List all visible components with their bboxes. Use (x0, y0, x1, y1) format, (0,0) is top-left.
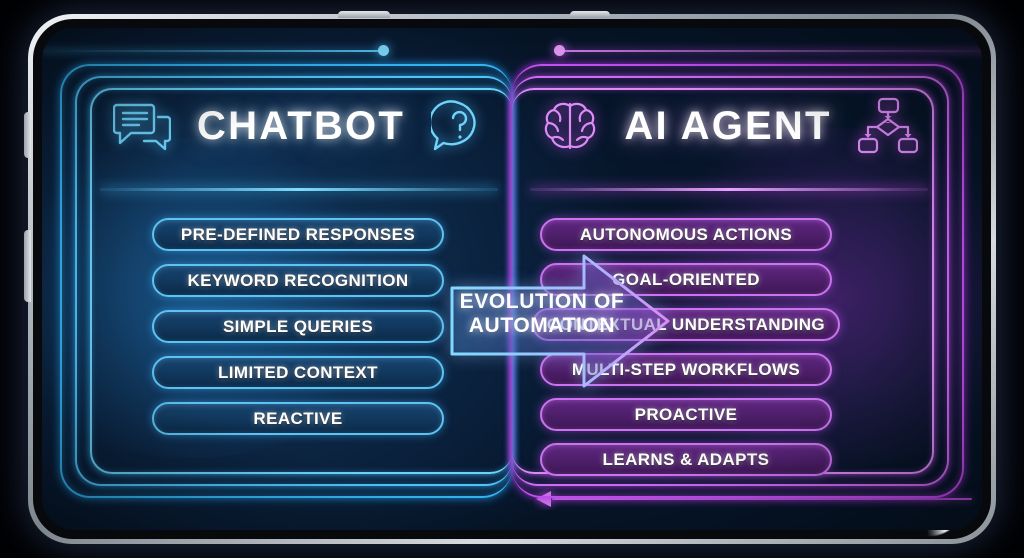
left-item-1[interactable]: KEYWORD RECOGNITION (152, 264, 444, 297)
right-item-4-label: PROACTIVE (634, 404, 738, 424)
tablet-button-top-left[interactable] (338, 11, 390, 18)
brain-icon (545, 102, 596, 150)
left-item-3[interactable]: LIMITED CONTEXT (152, 356, 444, 389)
left-item-2[interactable]: SIMPLE QUERIES (152, 310, 444, 343)
left-item-0-label: PRE-DEFINED RESPONSES (180, 224, 416, 244)
left-item-1-label: KEYWORD RECOGNITION (187, 270, 409, 290)
evolution-arrow-label: EVOLUTION OF AUTOMATION (458, 290, 626, 338)
right-panel-title: AI AGENT (624, 103, 832, 148)
question-bubble-icon (430, 100, 476, 151)
right-item-5[interactable]: LEARNS & ADAPTS (540, 443, 832, 476)
left-item-0[interactable]: PRE-DEFINED RESPONSES (152, 218, 444, 251)
left-header-divider (100, 188, 498, 191)
workflow-diagram-icon (857, 97, 918, 154)
left-item-4-label: REACTIVE (253, 408, 343, 428)
right-panel-header: AI AGENT (530, 90, 930, 162)
tablet-button-top-right[interactable] (570, 11, 610, 18)
evolution-arrow-label-line1: EVOLUTION OF (459, 290, 625, 313)
left-item-3-label: LIMITED CONTEXT (218, 362, 378, 382)
left-item-4[interactable]: REACTIVE (152, 402, 444, 435)
right-item-5-label: LEARNS & ADAPTS (602, 449, 770, 469)
left-panel-chatbot: CHATBOT PRE-DEFINED RESPONSES KEYWORD RE… (42, 28, 512, 530)
evolution-arrow: EVOLUTION OF AUTOMATION (448, 246, 672, 396)
tablet-button-left-upper[interactable] (24, 112, 31, 158)
chat-bubbles-icon (113, 103, 172, 151)
left-item-2-label: SIMPLE QUERIES (222, 316, 374, 336)
tablet-button-left-lower[interactable] (24, 230, 31, 302)
right-item-0-label: AUTONOMOUS ACTIONS (579, 224, 793, 244)
right-item-4[interactable]: PROACTIVE (540, 398, 832, 431)
left-panel-header: CHATBOT (100, 90, 500, 162)
left-panel-title: CHATBOT (197, 103, 405, 148)
evolution-arrow-label-line2: AUTOMATION (468, 314, 616, 337)
right-header-divider (530, 188, 928, 191)
tablet-screen: CHATBOT PRE-DEFINED RESPONSES KEYWORD RE… (42, 28, 982, 530)
